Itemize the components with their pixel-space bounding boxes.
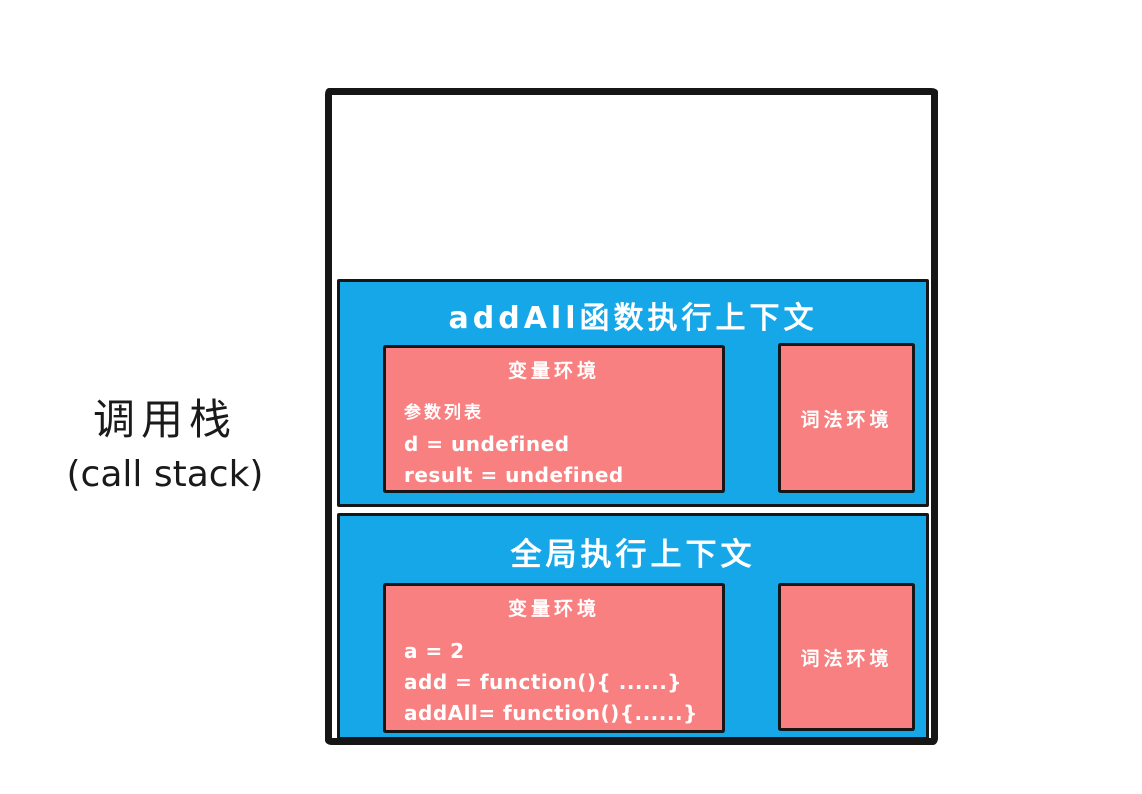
addall-lexical-environment-title: 词法环境 <box>800 408 893 431</box>
execution-context-addall: addAll函数执行上下文 变量环境 参数列表 d = undefined re… <box>337 279 929 507</box>
execution-context-addall-title: addAll函数执行上下文 <box>448 301 818 336</box>
addall-variable-environment-title: 变量环境 <box>507 360 600 382</box>
global-var-addall: addAll= function(){......} <box>404 701 698 725</box>
addall-var-result: result = undefined <box>404 463 624 487</box>
addall-variable-environment-content: 参数列表 d = undefined result = undefined <box>404 398 714 491</box>
addall-variable-environment: 变量环境 参数列表 d = undefined result = undefin… <box>383 345 725 493</box>
global-lexical-environment: 词法环境 <box>778 583 915 731</box>
global-variable-environment-title: 变量环境 <box>507 598 600 620</box>
execution-context-global: 全局执行上下文 变量环境 a = 2 add = function(){ ...… <box>337 513 929 740</box>
global-variable-environment: 变量环境 a = 2 add = function(){ ......} add… <box>383 583 725 733</box>
call-stack-label-english: (call stack) <box>66 454 264 495</box>
addall-parameter-list-label: 参数列表 <box>404 403 484 423</box>
call-stack-label: 调用栈 (call stack) <box>35 392 295 502</box>
global-var-add: add = function(){ ......} <box>404 670 683 694</box>
global-variable-environment-content: a = 2 add = function(){ ......} addAll= … <box>404 636 714 729</box>
execution-context-global-title: 全局执行上下文 <box>510 537 756 573</box>
addall-var-d: d = undefined <box>404 432 570 456</box>
addall-lexical-environment: 词法环境 <box>778 343 915 493</box>
global-var-a: a = 2 <box>404 639 465 663</box>
global-lexical-environment-title: 词法环境 <box>800 647 893 670</box>
call-stack-label-chinese: 调用栈 <box>92 395 237 444</box>
